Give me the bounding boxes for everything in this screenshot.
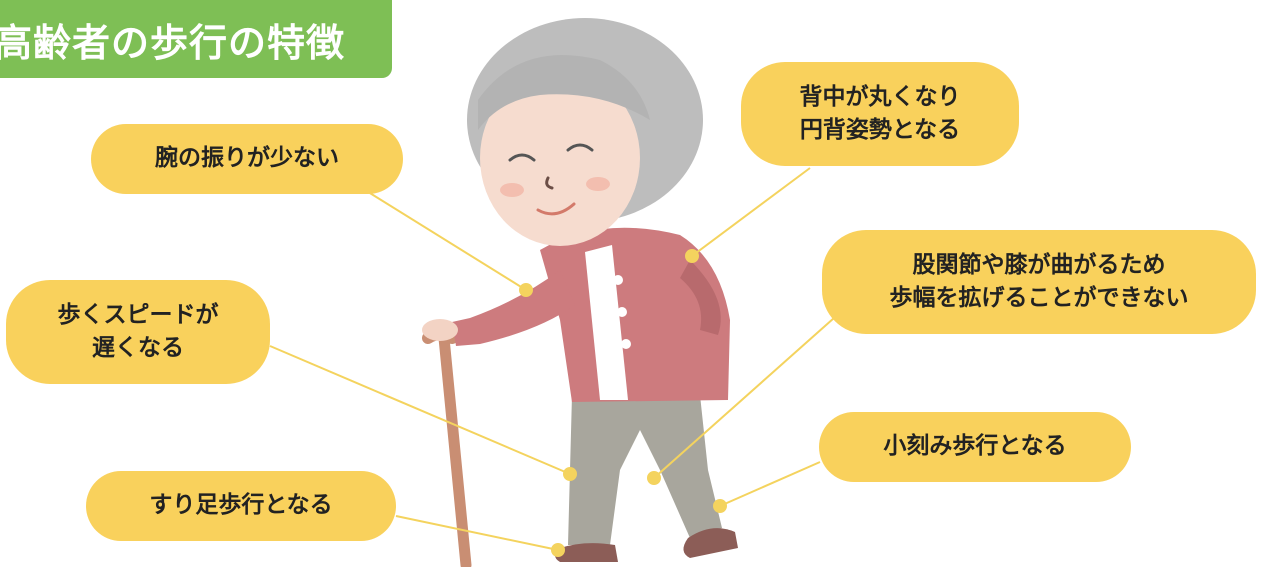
marker-rounded-back [685,249,699,263]
pants [568,395,722,545]
leader-line-shuffle [395,515,559,551]
callout-walking-speed: 歩くスピードが 遅くなる [6,280,270,384]
leader-line-rounded-back [691,167,811,257]
callout-text: 股関節や膝が曲がるため 歩幅を拡げることができない [889,251,1189,311]
page-title: 高齢者の歩行の特徴 [0,20,346,65]
callout-text: 腕の振りが少ない [155,145,339,172]
cardigan [422,227,730,402]
marker-stride [647,471,661,485]
callout-text: 小刻み歩行となる [883,433,1067,460]
marker-arm-swing [519,283,533,297]
callout-shuffle: すり足歩行となる [86,471,396,541]
title-tab: 高齢者の歩行の特徴 [0,0,392,78]
shoes [555,528,738,562]
marker-shuffle [551,543,565,557]
callout-text: すり足歩行となる [149,492,333,519]
leader-line-walking-speed [269,345,571,475]
leader-line-arm-swing [364,189,527,291]
callout-arm-swing: 腕の振りが少ない [91,124,403,194]
leader-lines [269,167,835,557]
callout-text: 背中が丸くなり 円背姿勢となる [799,83,961,143]
marker-small-steps [713,499,727,513]
callout-rounded-back: 背中が丸くなり 円背姿勢となる [741,62,1019,166]
callout-small-steps: 小刻み歩行となる [819,412,1131,482]
leader-line-small-steps [719,461,821,507]
callout-text: 歩くスピードが 遅くなる [57,301,219,361]
marker-walking-speed [563,467,577,481]
leader-line-stride [653,317,835,479]
callout-stride: 股関節や膝が曲がるため 歩幅を拡げることができない [822,230,1256,334]
head [467,18,703,246]
